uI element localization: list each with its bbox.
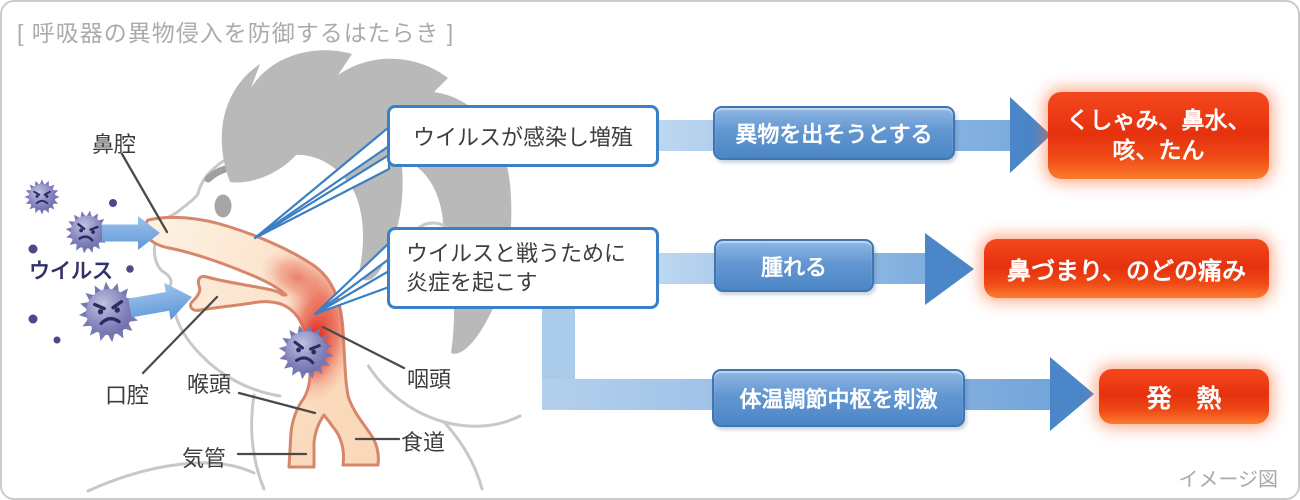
callout-infection-text: ウイルスが感染し増殖 <box>412 125 633 150</box>
action-box-expel: 異物を出そうとする <box>713 106 955 160</box>
label-pharynx: 咽頭 <box>407 367 452 392</box>
neck-front-lines <box>86 393 266 493</box>
label-oral-cavity: 口腔 <box>105 383 150 408</box>
virus-entry-arrows <box>102 216 193 321</box>
neck-back-lines <box>350 332 522 491</box>
result-box-congestion: 鼻づまり、のどの痛み <box>984 239 1269 298</box>
entry-arrow-icon <box>128 282 193 321</box>
flow-arrowhead <box>925 233 974 305</box>
label-esophagus: 食道 <box>401 430 446 455</box>
virus-group <box>23 178 339 385</box>
result-sneeze-line2: 咳、たん <box>1112 136 1205 163</box>
leader-lines <box>120 152 406 456</box>
action-box-swell: 腫れる <box>714 239 874 292</box>
label-virus: ウイルス <box>29 260 113 283</box>
flow-arrowhead <box>1010 97 1051 173</box>
callout-pointers <box>253 125 391 316</box>
callout-inflammation-line2: 炎症を起こす <box>406 270 538 295</box>
entry-arrow-icon <box>102 216 160 250</box>
virus-dots <box>28 199 134 344</box>
callout-infection: ウイルスが感染し増殖 <box>387 105 659 167</box>
action-box-thermoregulation: 体温調節中枢を刺激 <box>712 369 965 427</box>
label-trachea: 気管 <box>182 446 227 471</box>
result-box-fever: 発 熱 <box>1099 369 1269 424</box>
result-sneeze-line1: くしゃみ、鼻水、 <box>1066 107 1251 134</box>
label-larynx: 喉頭 <box>187 372 232 397</box>
callout-inflammation-line1: ウイルスと戦うために <box>406 240 627 266</box>
result-box-sneeze-cough: くしゃみ、鼻水、 咳、たん <box>1048 92 1269 179</box>
callout-inflammation: ウイルスと戦うために 炎症を起こす <box>387 227 659 309</box>
image-note: イメージ図 <box>1178 469 1278 491</box>
diagram-title: [ 呼吸器の異物侵入を防御するはたらき ] <box>17 20 455 46</box>
flow-arrowhead <box>1050 357 1094 431</box>
label-nasal-cavity: 鼻腔 <box>92 132 137 157</box>
virus-icon <box>23 178 61 216</box>
eye-shape <box>214 194 232 218</box>
face-profile-line <box>144 146 282 398</box>
